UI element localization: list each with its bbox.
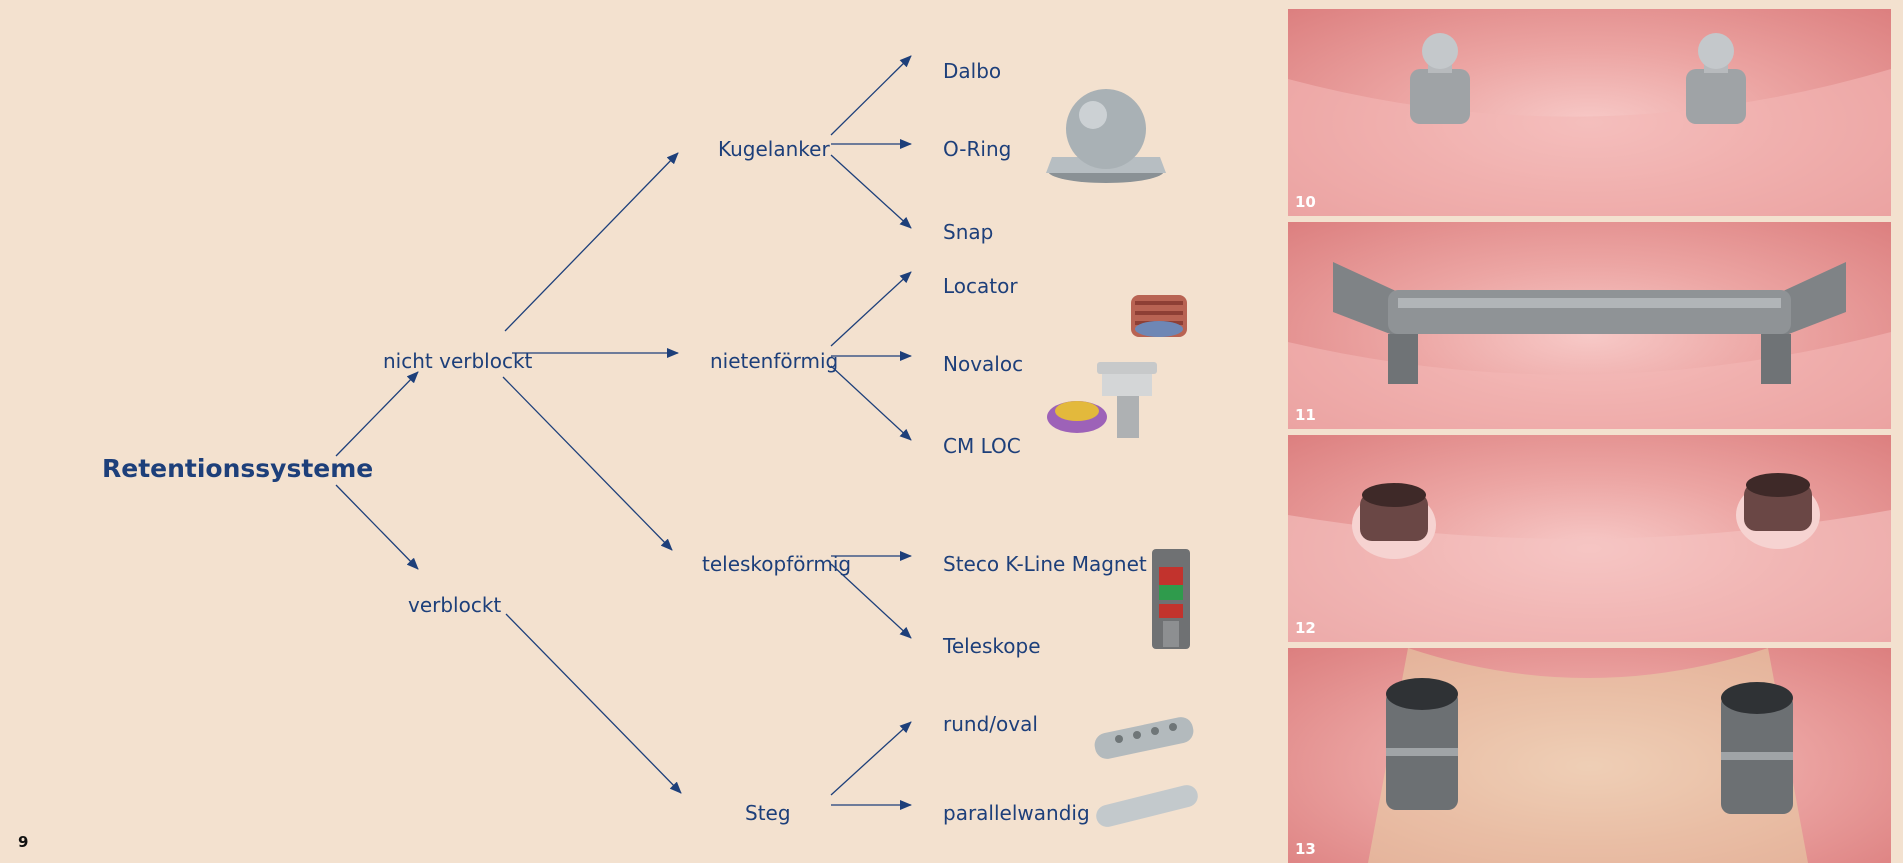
ball-attachment-icon — [1046, 89, 1166, 183]
leaf-label-o-ring: O-Ring — [943, 137, 1012, 161]
figure-number-11: 11 — [1295, 406, 1316, 424]
photo-telescopic-copings: 13 — [1288, 648, 1891, 863]
leaf-label-cm-loc: CM LOC — [943, 434, 1021, 458]
tree-diagram — [335, 55, 1198, 827]
arrow-steg-to-rund-oval — [830, 721, 912, 796]
bar-illustration — [1288, 262, 1891, 429]
locator-abutment-right — [1736, 473, 1820, 549]
locator-illustration — [1288, 473, 1891, 642]
figure-number-10: 10 — [1295, 193, 1316, 211]
leaf-label-dalbo: Dalbo — [943, 59, 1002, 83]
arrow-nicht-verblockt-to-teleskopfoermig — [502, 376, 673, 551]
arrow-root-to-nicht-verblockt — [335, 371, 419, 457]
round-bar-icon — [1094, 717, 1194, 759]
product-icons — [1046, 89, 1198, 827]
branch-label-kugelanker: Kugelanker — [718, 137, 830, 161]
ball-anchor-illustration — [1288, 33, 1891, 216]
telescopic-coping-right — [1721, 682, 1793, 814]
arrow-kugelanker-to-snap — [830, 154, 912, 229]
locator-cap-icon — [1131, 295, 1187, 337]
figure-number-9: 9 — [18, 833, 29, 851]
ball-anchor-right — [1686, 33, 1746, 124]
photo-locator-abutments: 12 — [1288, 435, 1891, 642]
magnet-attachment-icon — [1152, 549, 1190, 649]
leaf-label-teleskope: Teleskope — [943, 634, 1041, 658]
root-label: Retentionssysteme — [102, 454, 374, 483]
leaf-label-novaloc: Novaloc — [943, 352, 1024, 376]
arrow-root-to-verblockt — [335, 484, 419, 570]
photo-ball-anchors: 10 — [1288, 9, 1891, 216]
arrow-nietenfoermig-to-cm-loc — [830, 365, 912, 441]
leaf-label-snap: Snap — [943, 220, 994, 244]
ball-anchor-left — [1410, 33, 1470, 124]
branch-label-teleskopfoermig: teleskopförmig — [702, 552, 852, 576]
photo-bar: 11 — [1288, 222, 1891, 429]
branch-label-verblockt: verblockt — [408, 593, 502, 617]
branch-label-nicht-verblockt: nicht verblockt — [383, 349, 533, 373]
telescopic-coping-left — [1386, 678, 1458, 810]
arrow-nicht-verblockt-to-kugelanker — [504, 152, 679, 332]
telescopic-illustration — [1368, 648, 1808, 863]
diagram-panel: Retentionssysteme nicht verblockt verblo… — [9, 9, 1287, 854]
branch-label-steg: Steg — [745, 801, 791, 825]
figure-number-13: 13 — [1295, 840, 1316, 858]
parallel-bar-icon — [1096, 785, 1198, 827]
branch-label-nietenfoermig: nietenförmig — [710, 349, 839, 373]
arrows — [335, 55, 912, 810]
locator-abutment-left — [1352, 483, 1436, 559]
bar-attachment — [1333, 262, 1846, 384]
arrow-verblockt-to-steg — [505, 613, 682, 794]
leaf-label-rund-oval: rund/oval — [943, 712, 1038, 736]
locator-abutment-icon — [1047, 362, 1157, 438]
arrow-teleskopfoermig-to-teleskope — [830, 563, 912, 639]
arrow-kugelanker-to-dalbo — [830, 55, 912, 136]
leaf-label-locator: Locator — [943, 274, 1018, 298]
figure-number-12: 12 — [1295, 619, 1316, 637]
leaf-label-parallelwandig: parallelwandig — [943, 801, 1090, 825]
leaf-label-steco-k-line-magnet: Steco K-Line Magnet — [943, 552, 1147, 576]
arrow-nietenfoermig-to-locator — [830, 271, 912, 347]
